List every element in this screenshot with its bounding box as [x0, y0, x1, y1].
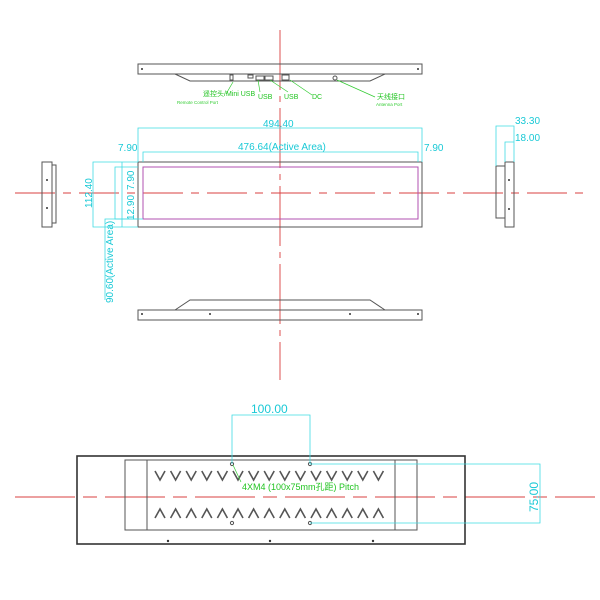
front-view: 494.40 476.64(Active Area) 7.90 7.90 112…	[84, 119, 444, 303]
depth-panel-dimension: 18.00	[515, 133, 540, 144]
vent-chevron	[341, 470, 353, 482]
vent-chevron	[325, 470, 338, 482]
vent-chevron	[372, 507, 385, 519]
height-active-dimension: 90.60(Active Area)	[105, 221, 116, 303]
active-area	[142, 166, 419, 220]
height-total-dimension: 112.40	[84, 178, 95, 208]
usb-port-icon	[255, 75, 265, 81]
vent-chevron	[279, 507, 291, 519]
mini-usb-port-icon	[247, 74, 254, 79]
antenna-port-icon	[332, 75, 338, 81]
border-right-dimension: 7.90	[424, 143, 444, 154]
border-bottom-dimension: 12.90	[126, 195, 137, 220]
vent-chevron	[247, 507, 260, 519]
usb-label: USB	[284, 94, 299, 101]
mount-hole	[229, 520, 235, 526]
remote-label: 遥控头/Mini USB	[203, 89, 255, 98]
vent-chevron	[232, 470, 244, 482]
vent-chevron	[169, 470, 182, 482]
border-left-dimension: 7.90	[118, 143, 138, 154]
vent-chevron	[310, 470, 322, 482]
back-view: 100.00 75.00 4XM4 (100x75mm孔距) Pitch	[15, 402, 595, 545]
vent-chevron	[169, 507, 182, 519]
width-total-dimension: 494.40	[263, 119, 294, 130]
vent-chevron	[263, 470, 275, 482]
remote-port-icon	[229, 74, 234, 81]
vent-chevron	[247, 470, 260, 482]
usb-port-icon	[264, 75, 274, 81]
vent-chevron	[216, 470, 229, 482]
vent-chevron	[263, 507, 275, 519]
depth-total-dimension: 33.30	[515, 116, 540, 127]
dc-port-icon	[281, 74, 290, 81]
vent-chevron	[357, 470, 369, 482]
vent-chevron	[216, 507, 229, 519]
vent-chevron	[294, 507, 307, 519]
left-side-view	[41, 161, 57, 228]
vent-chevron	[185, 507, 197, 519]
mount-note: 4XM4 (100x75mm孔距) Pitch	[242, 482, 359, 492]
vent-chevron	[154, 470, 166, 482]
vent-chevron	[341, 507, 353, 519]
right-side-view: 33.30 18.00	[495, 116, 540, 228]
usb-label: USB	[258, 94, 273, 101]
bottom-view	[137, 299, 423, 321]
width-active-dimension: 476.64(Active Area)	[238, 142, 326, 153]
vesa-horizontal-dimension: 100.00	[251, 402, 288, 416]
vent-chevron	[201, 470, 213, 482]
vent-chevron	[201, 507, 213, 519]
vent-chevron	[310, 507, 322, 519]
vent-chevron	[357, 507, 369, 519]
dc-label: DC	[312, 94, 322, 101]
antenna-label-en: Antenna Port	[376, 102, 403, 107]
vent-chevron	[372, 470, 385, 482]
antenna-label: 天线接口	[377, 92, 405, 101]
top-view: 遥控头/Mini USB Remote Control Port USB USB…	[137, 63, 423, 107]
vent-chevron	[154, 507, 166, 519]
vent-chevron	[232, 507, 244, 519]
border-top-dimension: 7.90	[126, 170, 137, 190]
vent-chevron	[279, 470, 291, 482]
vent-chevron	[325, 507, 338, 519]
remote-label-en: Remote Control Port	[177, 100, 219, 105]
vesa-vertical-dimension: 75.00	[527, 482, 541, 512]
vent-chevron	[185, 470, 197, 482]
vent-chevron	[294, 470, 307, 482]
